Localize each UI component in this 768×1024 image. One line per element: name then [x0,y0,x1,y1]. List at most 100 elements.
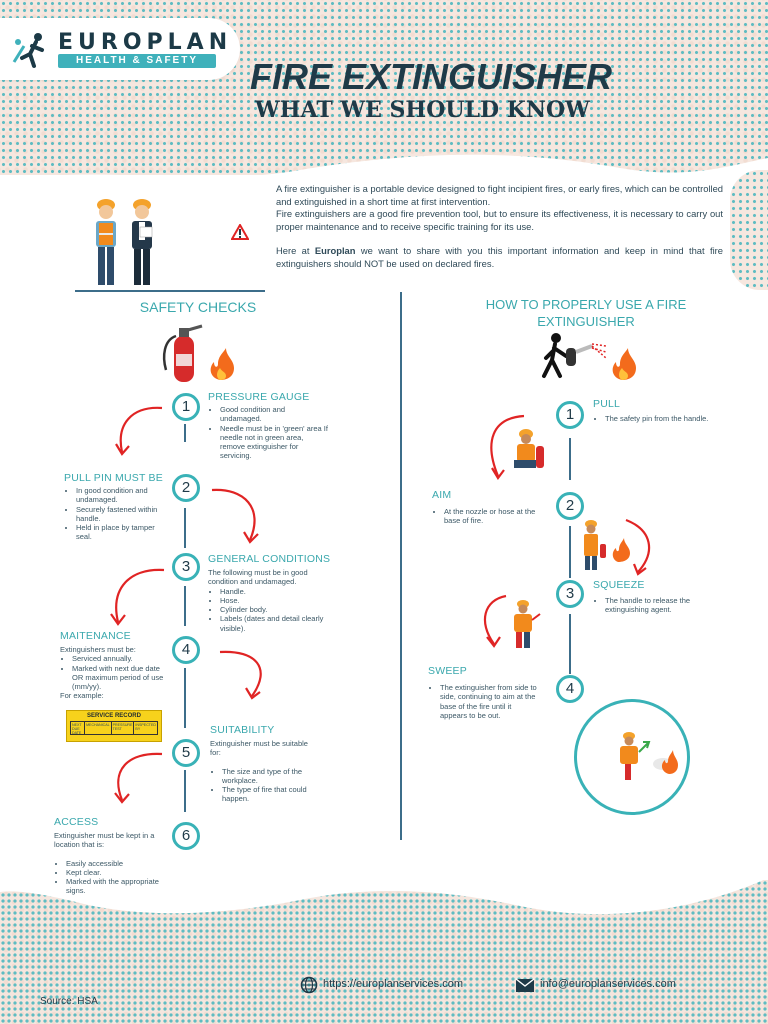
warning-icon [231,224,249,240]
bullet: The type of fire that could happen. [222,785,310,804]
intro-paragraph-3: Here at Europlan we want to share with y… [276,245,723,269]
safety-item-intro: Extinguishers must be: [60,645,136,654]
footer-wave [0,868,768,915]
safety-item-5: SUITABILITY Extinguisher must be suitabl… [210,724,310,804]
safety-step-4-number: 4 [172,636,200,664]
logo-runner-icon [12,33,44,68]
squeeze-illustration [484,594,541,648]
safety-step-3-number: 3 [172,553,200,581]
email-link[interactable]: info@europlanservices.com [540,978,676,990]
bullet: Handle. [220,587,338,596]
howto-step-4: SWEEP The extinguisher from side to side… [428,665,540,720]
bullet: Good condition and undamaged. [220,405,328,424]
intro-paragraph-1: A fire extinguisher is a portable device… [276,183,723,207]
bullet: Cylinder body. [220,605,338,614]
bullet: Needle must be in 'green' area If needle… [220,424,328,461]
bullet: The extinguisher from side to side, cont… [440,683,540,720]
timeline-line [569,614,571,674]
workers-illustration [96,199,153,285]
safety-item-intro: Extinguisher must be suitable for: [210,739,308,758]
column-divider [400,292,402,840]
service-record-col: INSPECTED BY [135,723,156,731]
service-record-col: NEXT DUE DATE [71,722,86,735]
curved-arrow-icon [219,650,262,700]
howto-step-2-number: 2 [556,492,584,520]
curved-arrow-icon [110,568,165,626]
page-title: FIRE EXTINGUISHER [250,56,613,97]
safety-item-heading: GENERAL CONDITIONS [208,553,331,565]
bullet: Serviced annually. [72,654,172,663]
bullet: The size and type of the workplace. [222,767,310,786]
howto-step-3: SQUEEZE The handle to release the exting… [593,579,719,615]
timeline-line [569,526,571,578]
curved-arrow-icon [211,488,259,544]
timeline-line [184,668,186,728]
bullet: Easily accessible [66,859,164,868]
brand-tagline: HEALTH & SAFETY [58,54,216,68]
intro-text: A fire extinguisher is a portable device… [276,183,723,270]
safety-item-intro: Extinguisher must be kept in a location … [54,831,155,850]
safety-step-5-number: 5 [172,739,200,767]
timeline-line [569,438,571,480]
howto-step-heading: SQUEEZE [593,579,645,591]
safety-item-outro: For example: [60,691,104,701]
bullet: At the nozzle or hose at the base of fir… [444,507,544,526]
howto-step-3-number: 3 [556,580,584,608]
bullet: Labels (dates and detail clearly visible… [220,614,338,633]
page-subtitle: WHAT WE SHOULD KNOW [255,97,590,123]
safety-item-intro: The following must be in good condition … [208,568,308,587]
curved-arrow-icon [115,406,163,456]
bullet: Securely fastened within handle. [76,505,172,524]
howto-step-2: AIM At the nozzle or hose at the base of… [432,489,544,526]
service-record-card: SERVICE RECORD NEXT DUE DATE MECHANICAL … [66,710,162,742]
service-record-col: PRESSURE TEST [112,722,135,734]
safety-item-heading: PULL PIN MUST BE [64,472,163,484]
brand-mention: Europlan [314,245,356,256]
mail-icon [515,978,535,992]
howto-step-heading: PULL [593,398,621,410]
bullet: Marked with next due date OR maximum per… [72,664,172,692]
header-wave [0,154,768,190]
aim-illustration [584,518,651,576]
safety-item-3: GENERAL CONDITIONS The following must be… [208,553,338,633]
bullet: In good condition and undamaged. [76,486,172,505]
sweep-illustration [574,699,690,815]
fire-extinguisher-icon [162,324,234,382]
safety-item-heading: PRESSURE GAUGE [208,391,310,403]
safety-step-1-number: 1 [172,393,200,421]
source-note: Source: HSA [40,996,98,1007]
fire-icon [210,348,234,380]
howto-step-heading: SWEEP [428,665,467,677]
timeline-line [184,424,186,442]
safety-item-heading: MAITENANCE [60,630,131,642]
howto-step-heading: AIM [432,489,452,501]
safety-item-heading: SUITABILITY [210,724,275,736]
side-pattern [730,170,768,290]
bullet: The handle to release the extinguishing … [605,596,719,615]
how-to-title: HOW TO PROPERLY USE A FIRE EXTINGUISHER [485,297,687,329]
service-record-title: SERVICE RECORD [87,713,141,719]
bullet: Hose. [220,596,338,605]
service-record-col: MECHANICAL [85,722,112,734]
safety-item-1: PRESSURE GAUGE Good condition and undama… [208,391,328,461]
safety-step-2-number: 2 [172,474,200,502]
timeline-line [184,508,186,548]
howto-step-4-number: 4 [556,675,584,703]
timeline-line [184,770,186,812]
website-link[interactable]: https://europlanservices.com [323,978,464,990]
howto-step-1: PULL The safety pin from the handle. [593,398,719,423]
safety-step-6-number: 6 [172,822,200,850]
illustration-baseline [75,290,265,292]
person-extinguisher-icon [542,333,636,380]
pull-pin-illustration [490,414,544,480]
bullet: Kept clear. [66,868,164,877]
timeline-line [184,586,186,626]
bullet: The safety pin from the handle. [605,414,719,423]
bullet: Held in place by tamper seal. [76,523,172,542]
safety-item-4: MAITENANCE Extinguishers must be: Servic… [60,630,172,701]
bullet: Marked with the appropriate signs. [66,877,164,896]
safety-item-heading: ACCESS [54,816,99,828]
curved-arrow-icon [114,752,163,804]
intro-paragraph-2: Fire extinguishers are a good fire preve… [276,208,723,232]
safety-checks-title: SAFETY CHECKS [139,299,257,315]
